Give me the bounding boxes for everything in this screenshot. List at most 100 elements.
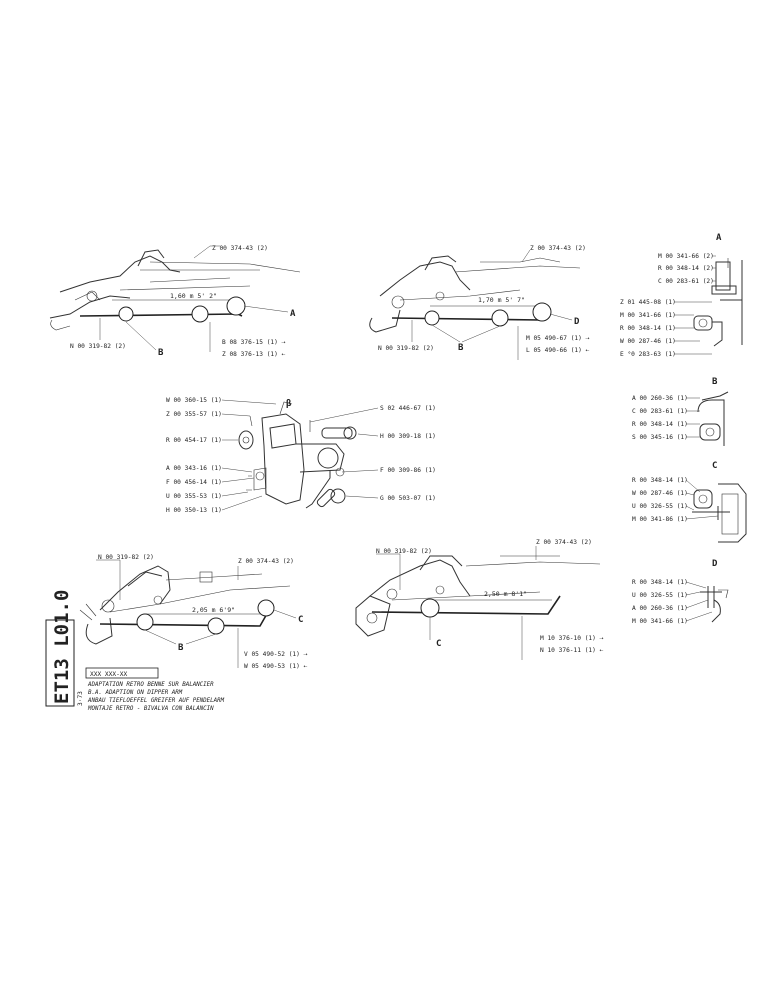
view4-cable-part: Z 00 374-43 (2) <box>536 539 592 546</box>
detail-a: A M 00 341-66 (2) R 00 348-14 (2) C 00 2… <box>620 233 743 358</box>
number-pattern: XXX XXX-XX <box>90 671 128 678</box>
page-ref: 3·73 <box>77 691 84 706</box>
bracket-part: F 00 456-14 (1) <box>166 479 222 486</box>
bracket-sketch <box>238 401 357 509</box>
detail-a-letter: A <box>716 233 722 243</box>
callout-circle <box>424 310 440 326</box>
detail-a-part: C 00 283-61 (2) <box>658 278 714 285</box>
detail-b-letter: B <box>712 377 718 387</box>
callout-circle <box>491 309 509 327</box>
title-block: ET13 L01.0 3·73 XXX XXX-XX ADAPTATION RE… <box>45 590 225 712</box>
view3-hose-2: W 05 490-53 (1) ⇠ <box>244 663 308 670</box>
bracket-part: G 00 503-07 (1) <box>380 495 436 502</box>
detail-a-part: E °0 283-63 (1) <box>620 350 676 358</box>
detail-d: D R 00 348-14 (1) U 00 326-55 (1) A 00 2… <box>632 559 729 625</box>
detail-d-part: A 00 260-36 (1) <box>632 605 688 612</box>
view-2-dipper-arm-170: Z 00 374-43 (2) 1,70 m 5' 7" D N 00 319-… <box>369 245 590 360</box>
bracket-part: U 00 355-53 (1) <box>166 493 222 500</box>
bracket-part: F 00 309-86 (1) <box>380 467 436 474</box>
detail-c: C R 00 348-14 (1) W 00 287-46 (1) U 00 3… <box>632 461 747 543</box>
detail-d-letter: D <box>712 559 718 569</box>
view1-tag-b: B <box>158 348 164 358</box>
detail-b-sketch <box>697 391 729 446</box>
detail-a-part: Z 01 445-08 (1) <box>620 299 676 306</box>
arm-sketch <box>79 565 291 645</box>
bracket-part: R 00 454-17 (1) <box>166 437 222 444</box>
detail-a-part: M 00 341-66 (2) <box>658 253 714 260</box>
detail-b-part: A 00 260-36 (1) <box>632 395 688 402</box>
bracket-exploded-view: β W 00 360-15 (1) Z 00 355-57 (1) R 00 4… <box>166 397 436 514</box>
view-1-dipper-arm-160: Z 00 374-43 (2) 1,60 m 5' 2" A N 00 319-… <box>49 245 301 358</box>
detail-a-sketch <box>693 258 743 347</box>
view3-tag-c: C <box>298 615 303 625</box>
view4-hose-2: N 10 376-11 (1) ⇠ <box>540 647 604 654</box>
callout-circle <box>257 599 275 617</box>
title-en: B.A. ADAPTION ON DIPPER ARM <box>88 690 183 696</box>
detail-d-part: U 00 326-55 (1) <box>632 592 688 599</box>
sheet-code: ET13 L01.0 <box>51 590 73 704</box>
title-es: MONTAJE RETRO - BIVALVA CON BALANCIN <box>87 706 214 712</box>
arm-sketch <box>49 249 301 331</box>
detail-c-part: M 00 341-86 (1) <box>632 516 688 523</box>
detail-d-part: R 00 348-14 (1) <box>632 579 688 586</box>
bracket-part: H 00 350-13 (1) <box>166 507 222 514</box>
view-4-dipper-arm-250: N 00 319-82 (2) Z 00 374-43 (2) 2,50 m 8… <box>355 539 604 660</box>
view3-clamp-part: N 00 319-82 (2) <box>98 554 154 561</box>
view2-dimension: 1,70 m 5' 7" <box>478 296 525 304</box>
view1-tag-a: A <box>290 309 296 319</box>
detail-d-part: M 00 341-66 (1) <box>632 618 688 625</box>
detail-a-part: W 00 287-46 (1) <box>620 338 676 345</box>
detail-a-part: R 00 348-14 (2) <box>658 265 714 272</box>
view1-hose-1: B 08 376-15 (1) ⇢ <box>222 339 286 346</box>
detail-b-part: S 00 345-16 (1) <box>632 434 688 441</box>
detail-c-part: R 00 348-14 (1) <box>632 477 688 484</box>
view4-clamp-part: N 00 319-82 (2) <box>376 548 432 555</box>
detail-a-part: R 00 348-14 (1) <box>620 325 676 332</box>
detail-c-letter: C <box>712 461 717 471</box>
view1-cable-part: Z 00 374-43 (2) <box>212 245 268 252</box>
view2-hose-1: M 05 490-67 (1) ⇢ <box>526 335 590 342</box>
view1-dimension: 1,60 m 5' 2" <box>170 292 217 300</box>
detail-a-part: M 00 341-66 (1) <box>620 312 676 319</box>
view3-cable-part: Z 00 374-43 (2) <box>238 558 294 565</box>
detail-c-part: U 00 326-55 (1) <box>632 503 688 510</box>
view-3-dipper-arm-205: N 00 319-82 (2) Z 00 374-43 (2) 2,05 m 6… <box>79 554 308 670</box>
view3-hose-1: V 05 490-52 (1) ⇢ <box>244 651 308 658</box>
callout-circle <box>532 302 552 322</box>
view1-clamp-part: N 00 319-82 (2) <box>70 343 126 350</box>
view2-tag-d: D <box>574 317 580 327</box>
detail-b-part: R 00 348-14 (1) <box>632 421 688 428</box>
detail-b: B A 00 260-36 (1) C 00 283-61 (1) R 00 3… <box>632 377 729 446</box>
view4-hose-1: M 10 376-10 (1) ⇢ <box>540 635 604 642</box>
detail-b-part: C 00 283-61 (1) <box>632 408 688 415</box>
view2-cable-part: Z 00 374-43 (2) <box>530 245 586 252</box>
detail-d-sketch <box>700 586 729 623</box>
bracket-part: A 00 343-16 (1) <box>166 465 222 472</box>
bracket-part: H 00 309-18 (1) <box>380 433 436 440</box>
bracket-part: W 00 360-15 (1) <box>166 397 222 404</box>
detail-c-sketch <box>692 483 747 543</box>
view1-hose-2: Z 08 376-13 (1) ⇠ <box>222 351 286 358</box>
view2-tag-b: B <box>458 343 464 353</box>
callout-circle <box>207 617 225 635</box>
title-fr: ADAPTATION RETRO BENNE SUR BALANCIER <box>87 682 214 688</box>
view4-tag-c: C <box>436 639 441 649</box>
view3-dimension: 2,05 m 6'9" <box>192 606 235 614</box>
title-de: ANBAU TIEFLOEFFEL GREIFER AUF PENDELARM <box>87 698 225 704</box>
bracket-part: S 02 446-67 (1) <box>380 405 436 412</box>
callout-circle <box>420 598 440 618</box>
arm-sketch <box>369 255 581 333</box>
bracket-beta: β <box>286 399 291 409</box>
bracket-part: Z 00 355-57 (1) <box>166 411 222 418</box>
view2-hose-2: L 05 490-66 (1) ⇠ <box>526 347 590 354</box>
detail-c-part: W 00 287-46 (1) <box>632 490 688 497</box>
callout-circle <box>136 613 154 631</box>
arm-sketch <box>355 555 601 637</box>
view2-clamp-part: N 00 319-82 (2) <box>378 345 434 352</box>
callout-circle <box>118 306 134 322</box>
callout-circle <box>226 296 246 316</box>
view3-tag-b: B <box>178 643 184 653</box>
callout-circle <box>191 305 209 323</box>
view4-dimension: 2,50 m 8'1" <box>484 590 527 598</box>
